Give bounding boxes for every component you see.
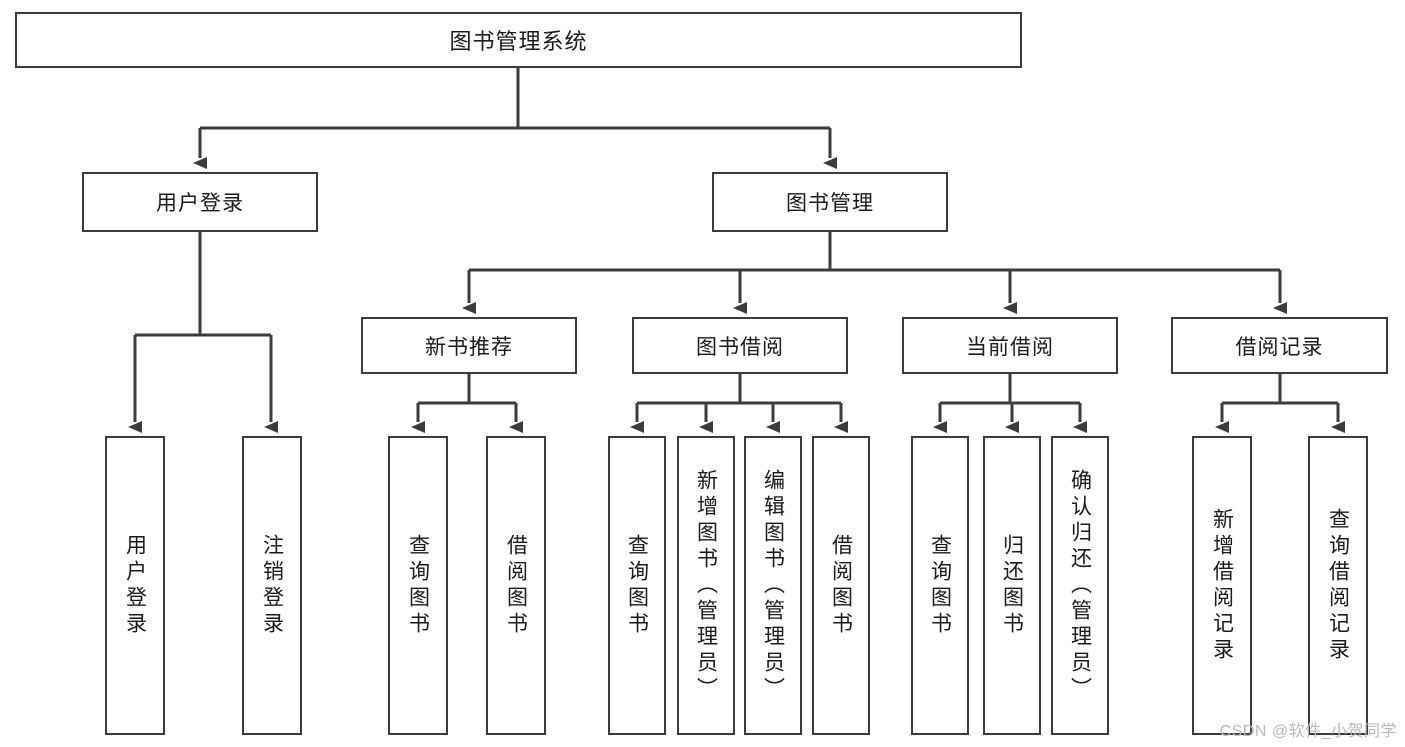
- node-leaf-add-book[interactable]: 新增图书（管理员）: [677, 436, 735, 735]
- node-leaf-edit-book-label: 编辑图书（管理员）: [761, 468, 785, 703]
- node-leaf-add-record-label: 新增借阅记录: [1210, 507, 1234, 664]
- node-leaf-user-logout-label: 注销登录: [260, 533, 284, 638]
- node-leaf-user-login-label: 用户登录: [123, 533, 147, 638]
- node-leaf-add-record[interactable]: 新增借阅记录: [1192, 436, 1252, 735]
- node-book-manage-label: 图书管理: [786, 192, 874, 215]
- node-book-borrow[interactable]: 图书借阅: [632, 317, 848, 374]
- node-leaf-user-login[interactable]: 用户登录: [105, 436, 165, 735]
- node-leaf-borrow-book-label: 借阅图书: [829, 533, 853, 638]
- node-leaf-return-book-label: 归还图书: [1000, 533, 1024, 638]
- node-current-borrow[interactable]: 当前借阅: [902, 317, 1118, 374]
- node-leaf-confirm-return-label: 确认归还（管理员）: [1068, 468, 1092, 703]
- node-leaf-borrow-book-rec[interactable]: 借阅图书: [486, 436, 546, 735]
- node-borrow-record-label: 借阅记录: [1235, 335, 1324, 359]
- node-book-manage[interactable]: 图书管理: [712, 172, 948, 232]
- node-root[interactable]: 图书管理系统: [15, 12, 1022, 68]
- node-leaf-query-book-rec[interactable]: 查询图书: [388, 436, 448, 735]
- node-leaf-confirm-return[interactable]: 确认归还（管理员）: [1051, 436, 1109, 735]
- node-current-borrow-label: 当前借阅: [966, 335, 1054, 359]
- node-leaf-add-book-label: 新增图书（管理员）: [694, 468, 718, 703]
- node-book-borrow-label: 图书借阅: [696, 335, 784, 359]
- node-new-book-rec[interactable]: 新书推荐: [361, 317, 577, 374]
- node-user-login-label: 用户登录: [156, 192, 244, 215]
- node-new-book-rec-label: 新书推荐: [425, 335, 513, 359]
- node-borrow-record[interactable]: 借阅记录: [1171, 317, 1388, 374]
- node-leaf-user-logout[interactable]: 注销登录: [242, 436, 302, 735]
- node-leaf-query-book-rec-label: 查询图书: [406, 533, 430, 638]
- node-leaf-query-book-borrow[interactable]: 查询图书: [608, 436, 666, 735]
- node-leaf-borrow-book-rec-label: 借阅图书: [504, 533, 528, 638]
- node-leaf-query-book-cur-label: 查询图书: [928, 533, 952, 638]
- node-leaf-query-record[interactable]: 查询借阅记录: [1308, 436, 1368, 735]
- node-user-login[interactable]: 用户登录: [82, 172, 318, 232]
- node-root-label: 图书管理系统: [449, 29, 588, 54]
- node-leaf-return-book[interactable]: 归还图书: [983, 436, 1041, 735]
- node-leaf-query-book-borrow-label: 查询图书: [625, 533, 649, 638]
- node-leaf-borrow-book[interactable]: 借阅图书: [812, 436, 870, 735]
- node-leaf-query-book-cur[interactable]: 查询图书: [911, 436, 969, 735]
- watermark: CSDN @软件_小贺同学: [1219, 723, 1397, 740]
- node-leaf-edit-book[interactable]: 编辑图书（管理员）: [744, 436, 802, 735]
- node-leaf-query-record-label: 查询借阅记录: [1326, 507, 1350, 664]
